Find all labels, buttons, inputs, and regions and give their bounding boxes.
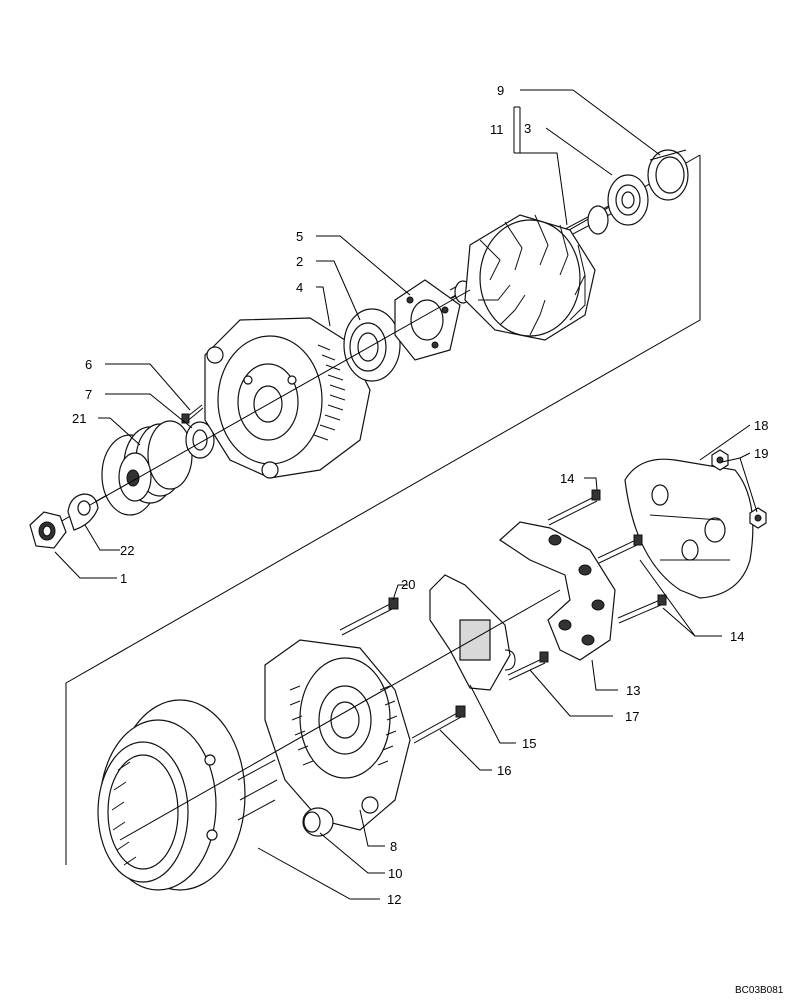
- callout-13: 13: [626, 683, 640, 698]
- part-nut: [29, 511, 67, 549]
- leader-lines: [54, 89, 758, 900]
- part-bushing: [302, 807, 334, 837]
- part-rear-cover: [624, 458, 754, 599]
- callout-labels: 9 11 3 5 2 4 6 7 21 22 1 18 19 14 14 13 …: [72, 83, 768, 907]
- part-through-bolt-top: [339, 597, 399, 636]
- callout-14-top: 14: [560, 471, 574, 486]
- callout-10: 10: [388, 866, 402, 881]
- part-regulator: [429, 574, 516, 691]
- callout-12: 12: [387, 892, 401, 907]
- callout-4: 4: [296, 280, 303, 295]
- callout-5: 5: [296, 229, 303, 244]
- part-stator: [97, 699, 278, 891]
- callout-15: 15: [522, 736, 536, 751]
- callout-14-right: 14: [730, 629, 744, 644]
- part-drive-end-bracket: [204, 317, 371, 479]
- part-rotor: [449, 199, 623, 341]
- callout-2: 2: [296, 254, 303, 269]
- part-bearing-sleeve: [647, 149, 689, 201]
- callout-17: 17: [625, 709, 639, 724]
- part-rectifier: [499, 521, 616, 661]
- callout-16: 16: [497, 763, 511, 778]
- callout-1: 1: [120, 571, 127, 586]
- part-retainer-plate: [394, 279, 461, 361]
- callout-8: 8: [390, 839, 397, 854]
- callout-22: 22: [120, 543, 134, 558]
- callout-19: 19: [754, 446, 768, 461]
- part-pulley: [101, 420, 193, 516]
- callout-7: 7: [85, 387, 92, 402]
- callout-11: 11: [490, 122, 504, 137]
- part-screw-small: [181, 404, 204, 424]
- part-key-washer: [67, 493, 99, 531]
- callout-6: 6: [85, 357, 92, 372]
- drawing-code: BC03B081: [735, 985, 784, 996]
- callout-21: 21: [72, 411, 86, 426]
- part-cover-screws: [547, 489, 667, 624]
- part-slip-ring-end-bracket: [264, 639, 411, 831]
- callout-20: 20: [401, 577, 415, 592]
- assembly-axis-lines: [89, 289, 561, 841]
- callout-3: 3: [524, 121, 531, 136]
- part-bearing-rear: [607, 174, 649, 226]
- callout-9: 9: [497, 83, 504, 98]
- callout-18: 18: [754, 418, 768, 433]
- part-regulator-screw: [507, 651, 549, 681]
- part-through-bolt-bottom: [411, 705, 466, 744]
- part-cover-nuts: [711, 449, 767, 529]
